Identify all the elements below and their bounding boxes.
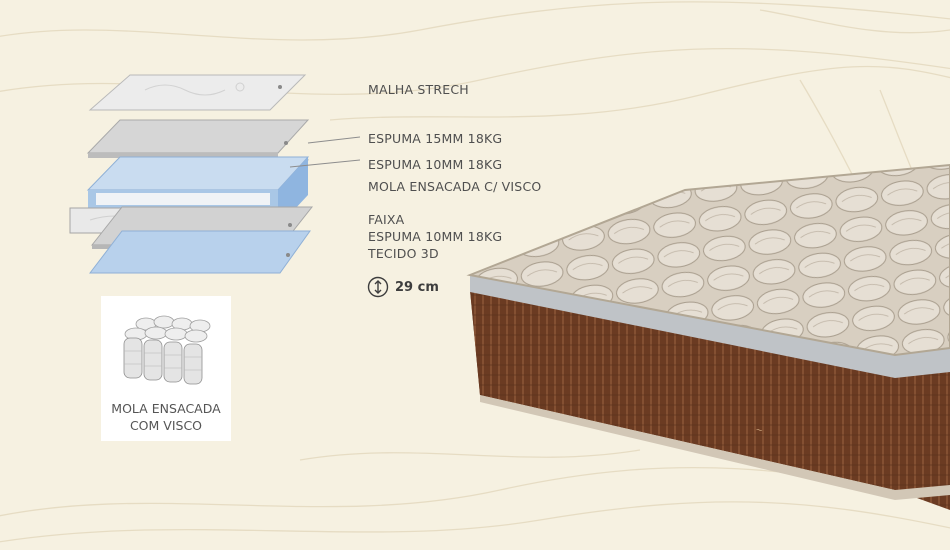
label-espuma-15mm: ESPUMA 15MM 18KG — [368, 131, 503, 146]
caption-line-1: MOLA ENSACADA — [111, 401, 221, 416]
layer-tecido-3d — [88, 230, 311, 274]
pocket-springs-image — [123, 315, 211, 385]
label-tecido-3d: TECIDO 3D — [368, 246, 439, 261]
pocket-springs-caption: MOLA ENSACADA COM VISCO — [101, 400, 231, 434]
label-faixa: FAIXA — [368, 212, 405, 227]
mattress-image: ~ — [466, 163, 950, 510]
label-malha-strech: MALHA STRECH — [368, 82, 469, 97]
caption-line-2: COM VISCO — [129, 418, 203, 433]
label-espuma-10mm-bottom: ESPUMA 10MM 18KG — [368, 229, 503, 244]
vertical-arrows-icon — [367, 276, 389, 298]
label-espuma-10mm-top: ESPUMA 10MM 18KG — [368, 157, 503, 172]
layer-malha-strech — [88, 74, 307, 111]
pocket-springs-card: MOLA ENSACADA COM VISCO — [101, 296, 231, 441]
height-badge: 29 cm — [367, 276, 439, 298]
layer-espuma-15mm — [86, 119, 310, 158]
svg-text:~: ~ — [754, 425, 763, 436]
mattress-layers-diagram — [69, 74, 360, 274]
height-value: 29 cm — [395, 279, 439, 295]
label-mola-ensacada: MOLA ENSACADA C/ VISCO — [368, 179, 542, 194]
